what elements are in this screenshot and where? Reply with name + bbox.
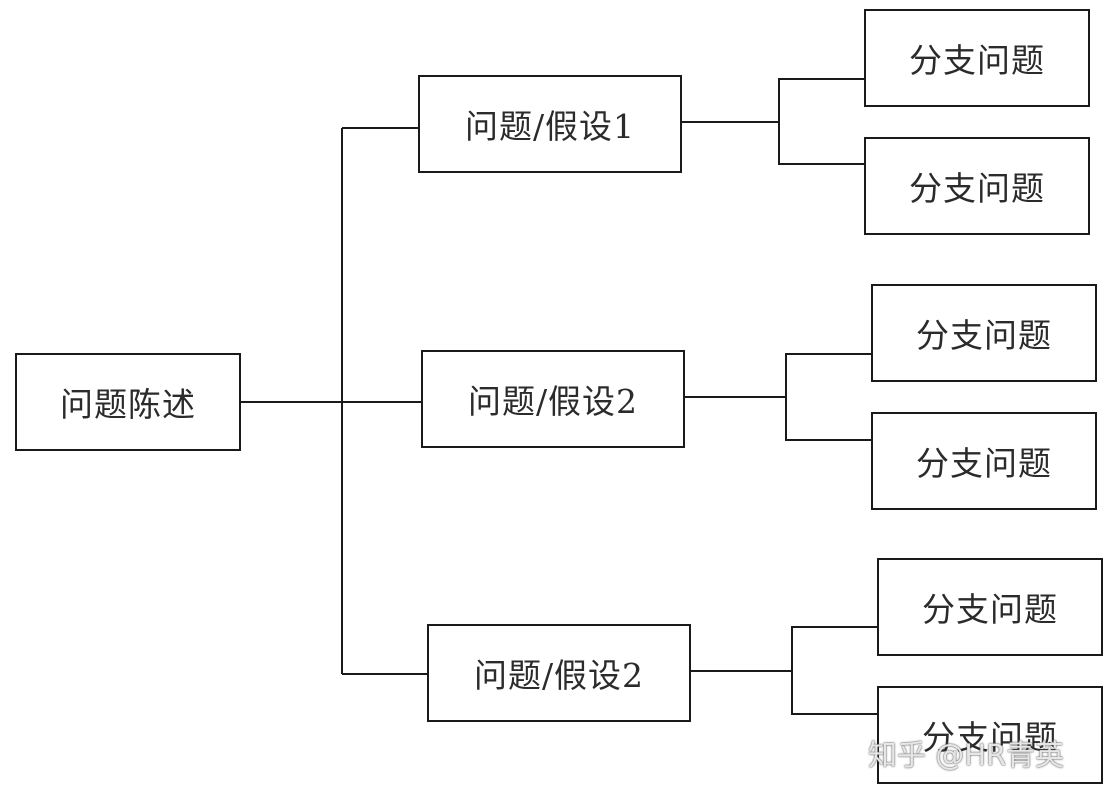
hypothesis-node-3: 问题/假设2 [427,624,691,722]
branch-node-1a: 分支问题 [864,9,1090,107]
branch-node-1b: 分支问题 [864,137,1090,235]
branch-label: 分支问题 [909,169,1045,208]
hypothesis-node-1: 问题/假设1 [418,75,682,173]
branch-node-2a: 分支问题 [871,284,1097,382]
branch-label: 分支问题 [916,316,1052,355]
branch-node-3b: 分支问题 [877,686,1103,784]
root-node: 问题陈述 [15,353,241,451]
branch-label: 分支问题 [909,41,1045,80]
hypothesis-label: 问题/假设2 [473,656,645,695]
hypothesis-label: 问题/假设2 [467,382,639,421]
branch-node-2b: 分支问题 [871,412,1097,510]
watermark: 知乎 @HR青英 [868,738,1065,772]
root-label: 问题陈述 [60,385,196,424]
branch-label: 分支问题 [922,590,1058,629]
hypothesis-2-branch-fork [785,353,871,441]
branch-node-3a: 分支问题 [877,558,1103,656]
hypothesis-1-branch-fork [778,78,864,165]
hypothesis-3-branch-fork [791,626,877,715]
hypothesis-node-2: 问题/假设2 [421,350,685,448]
branch-label: 分支问题 [916,444,1052,483]
hypothesis-label: 问题/假设1 [464,107,636,146]
branch-label: 分支问题 [922,718,1058,757]
